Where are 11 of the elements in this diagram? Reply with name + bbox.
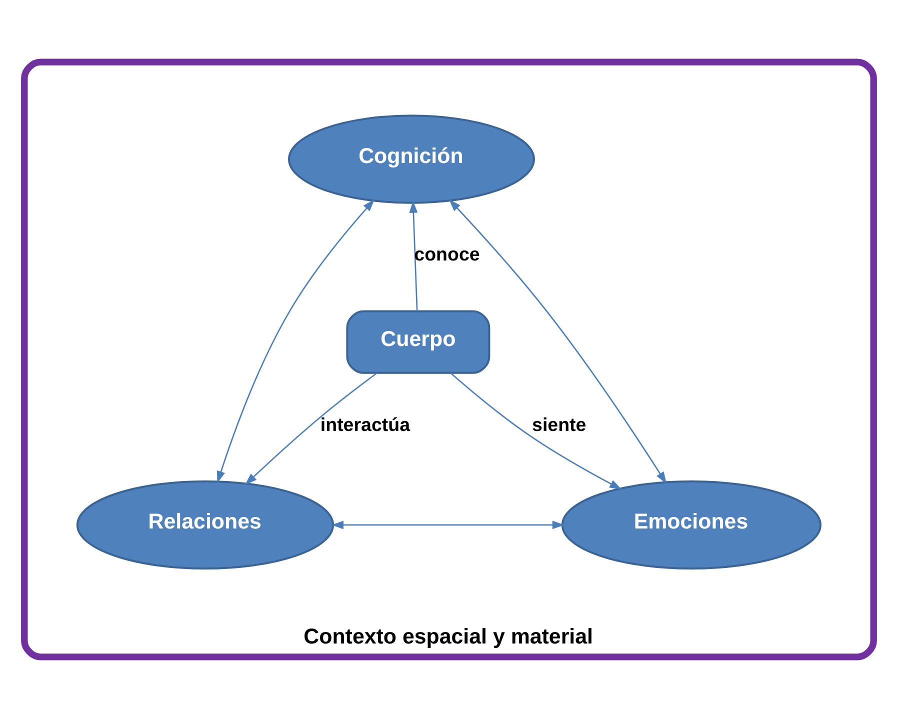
arrow: [450, 372, 622, 490]
edge-label: interactúa: [320, 413, 410, 434]
arrow: [244, 372, 378, 485]
arrow: [448, 198, 667, 484]
node-ellipse: Cognición: [288, 114, 535, 204]
node-ellipse: Relaciones: [76, 480, 334, 570]
node-box: Cuerpo: [346, 310, 490, 374]
edge-label: siente: [532, 413, 586, 434]
arrow: [216, 198, 375, 483]
arrow: [409, 200, 418, 311]
arrow: [331, 520, 564, 529]
